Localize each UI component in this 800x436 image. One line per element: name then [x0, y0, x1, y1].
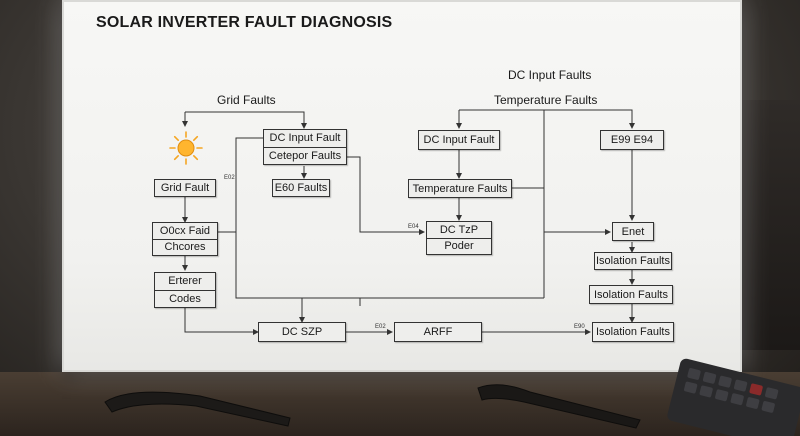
right-shelf	[742, 100, 800, 350]
node-isolation-faults-1: Isolation Faults	[594, 252, 672, 270]
node-temperature-faults: Temperature Faults	[408, 179, 512, 198]
temperature-faults-header: Temperature Faults	[494, 93, 598, 107]
grid-faults-header: Grid Faults	[217, 93, 276, 107]
screwdriver-icon	[477, 384, 641, 429]
code-label-e90: E90	[574, 324, 585, 330]
code-label-e02-bottom: E02	[375, 324, 386, 330]
diagram-title: SOLAR INVERTER FAULT DIAGNOSIS	[96, 14, 393, 31]
sun-icon	[169, 131, 203, 165]
pliers-icon	[104, 391, 291, 427]
dc-input-faults-header: DC Input Faults	[508, 68, 592, 82]
node-isolation-faults-2: Isolation Faults	[589, 285, 673, 304]
node-grid-fault: Grid Fault	[154, 179, 216, 197]
node-dc-input-fault-left-text: DC Input Fault	[269, 132, 341, 145]
node-ocx-chcores: O0cx Faid Chcores	[152, 222, 218, 256]
node-isolation-faults-3: Isolation Faults	[592, 322, 674, 342]
node-e99-e94: E99 E94	[600, 130, 664, 150]
code-label-e02-left: E02	[224, 175, 235, 181]
node-erterer-codes: Erterer Codes	[154, 272, 216, 308]
code-label-e04: E04	[408, 224, 419, 230]
node-dc-tzp-text: DC TzP	[439, 223, 479, 236]
node-ocx-bottom-text: Chcores	[153, 238, 217, 256]
node-dc-tzp-poder: DC TzP Poder	[426, 221, 492, 255]
node-arff: ARFF	[394, 322, 482, 342]
node-erterer-top-text: Erterer	[168, 275, 202, 288]
node-poder-text: Poder	[427, 237, 491, 255]
node-dc-szp: DC SZP	[258, 322, 346, 342]
node-enet: Enet	[612, 222, 654, 241]
node-cetepor-faults-text: Cetepor Faults	[264, 146, 346, 165]
node-e60-faults: E60 Faults	[272, 179, 330, 197]
node-ocx-top-text: O0cx Faid	[159, 224, 211, 237]
node-dc-input-fault-mid: DC Input Fault	[418, 130, 500, 150]
node-dc-input-cetepor: DC Input Fault Cetepor Faults	[263, 129, 347, 165]
node-erterer-bottom-text: Codes	[155, 289, 215, 308]
